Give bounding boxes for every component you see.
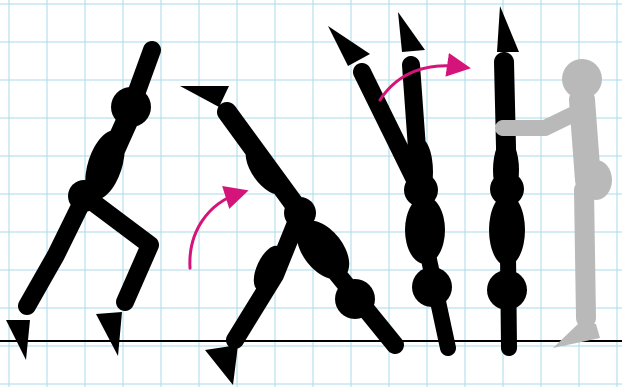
figure-2-support-foot: [205, 345, 238, 385]
figure-2-head: [335, 279, 375, 319]
figure-3-foot-a: [328, 26, 370, 66]
figure-3-foot-b: [398, 12, 425, 52]
figure-1-lunge: [6, 50, 152, 360]
figure-3-head: [412, 267, 452, 307]
figure-4-head: [487, 270, 527, 310]
figure-4-handstand: [487, 6, 527, 348]
figure-1-back-leg: [27, 198, 84, 306]
figure-1-front-leg: [90, 200, 150, 302]
figure-1-head: [111, 87, 151, 127]
spotter-leg: [584, 190, 586, 318]
spotter-foot: [553, 322, 600, 348]
figure-4-feet: [497, 6, 519, 52]
motion-arrow-1: [190, 193, 240, 268]
figure-1-front-foot: [96, 312, 122, 356]
